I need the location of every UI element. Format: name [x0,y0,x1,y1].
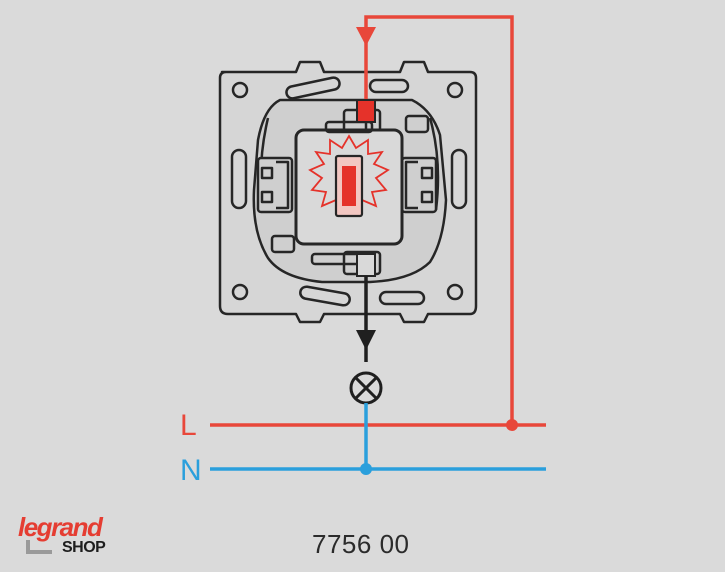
slot-right [450,148,468,210]
indicator-lamp [342,166,356,206]
slot-top-right [368,78,410,94]
mounting-hole-bl [231,283,249,301]
arrow-down-icon [356,27,376,46]
arrow-down-icon [356,330,376,350]
line-junction [506,419,518,431]
neutral-junction [360,463,372,475]
mounting-hole-tl [231,81,249,99]
logo-shop: SHOP [62,539,106,556]
lamp-icon [349,371,383,405]
legrand-shop-logo: legrand SHOP [18,510,128,560]
part-number: 7756 00 [312,529,410,559]
mounting-hole-tr [446,81,464,99]
input-terminal [356,99,376,123]
line-label: L [180,409,197,442]
indicator-glow-icon [308,134,390,218]
mounting-hole-br [446,283,464,301]
slot-left [230,148,248,210]
terminal-right [400,156,438,214]
slot-bottom-right [378,290,426,306]
output-terminal [356,253,376,277]
switch-feed-wire [364,15,514,425]
logo-corner-mark [26,540,52,554]
neutral-label: N [180,454,202,487]
slot-top-left [285,76,341,100]
terminal-left [256,156,294,214]
logo-brand: legrand [18,512,103,542]
slot-bottom-left [299,285,351,307]
